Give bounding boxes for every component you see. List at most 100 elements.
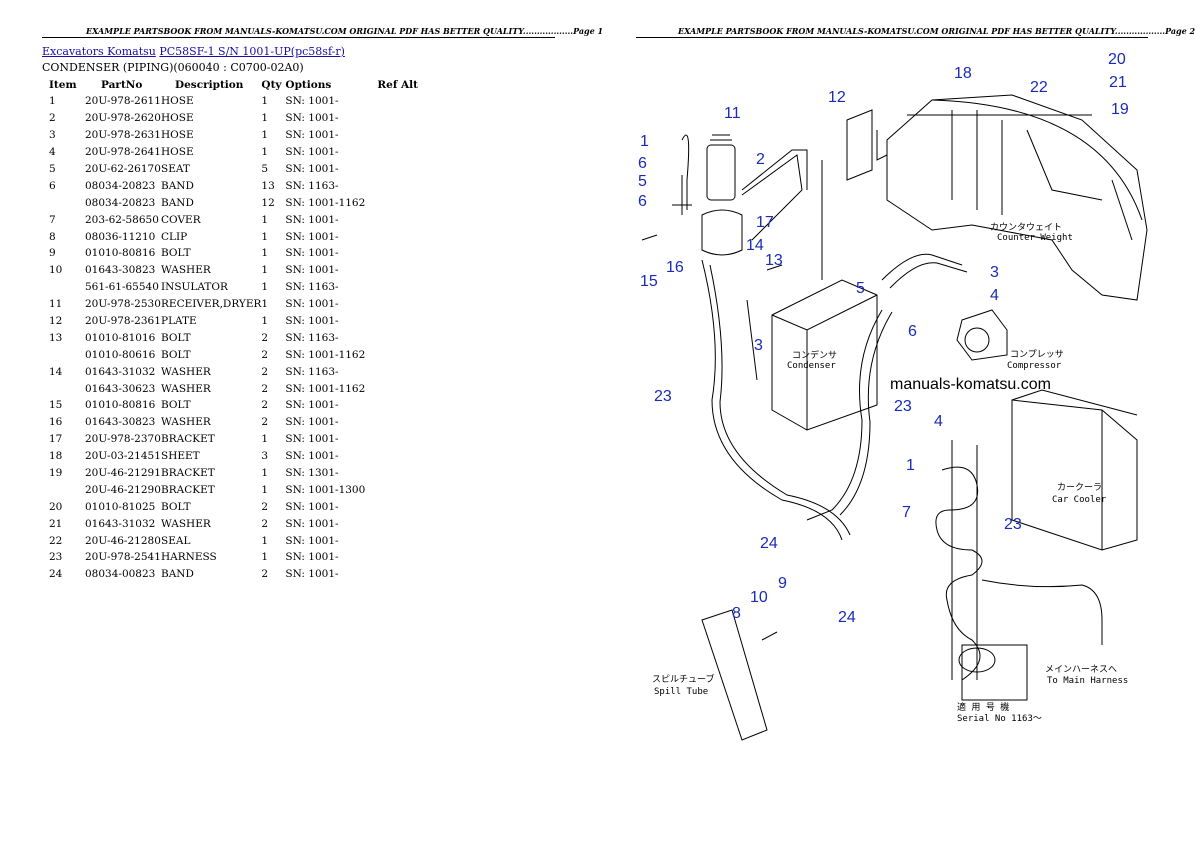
cell-description: BOLT	[161, 348, 191, 361]
label-main-harness-jp: メインハーネスへ	[1045, 664, 1117, 675]
cell-description: RECEIVER,DRYER	[161, 298, 262, 311]
page-title: CONDENSER (PIPING)(060040 : C0700-02A0)	[42, 61, 304, 74]
cell-description: HOSE	[161, 112, 194, 125]
cell-partno: 20U-978-2361	[85, 315, 161, 328]
cell-options: SN: 1001-	[285, 450, 339, 463]
cell-partno: 20U-62-26170	[85, 163, 161, 175]
callout-number: 14	[746, 237, 764, 254]
cell-description: BOLT	[161, 399, 191, 412]
cell-description: HOSE	[161, 146, 194, 159]
callout-number: 2	[756, 151, 765, 168]
cell-options: SN: 1001-	[285, 298, 339, 311]
cell-item: 15	[49, 399, 63, 412]
callout-number: 21	[1109, 74, 1127, 91]
cell-qty: 1	[261, 129, 269, 142]
cell-description: SEAT	[161, 163, 190, 175]
label-counter-weight-jp: カウンタウェイト	[990, 222, 1062, 233]
cell-refalt	[377, 566, 427, 583]
callout-number: 6	[908, 323, 917, 340]
cell-partno: 20U-46-21291	[85, 467, 161, 480]
cell-description: WASHER	[161, 517, 211, 530]
cell-options: SN: 1001-	[285, 517, 339, 530]
cell-options: SN: 1001-	[285, 163, 339, 175]
page-header-left: EXAMPLE PARTSBOOK FROM MANUALS-KOMATSU.C…	[86, 26, 604, 36]
parts-table: Item PartNo Description Qty Options Ref …	[42, 76, 427, 583]
cell-refalt	[377, 211, 427, 228]
cell-partno: 01643-31032	[85, 365, 156, 378]
cell-qty: 1	[261, 95, 269, 108]
cell-options: SN: 1163-	[285, 365, 339, 378]
callout-number: 8	[732, 605, 741, 622]
cell-description: CLIP	[161, 230, 188, 243]
cell-qty: 2	[261, 517, 269, 530]
callout-number: 6	[638, 155, 647, 172]
label-spill-tube-jp: スピルチューブ	[652, 673, 714, 685]
cell-qty: 2	[261, 399, 269, 412]
cell-refalt	[377, 93, 427, 110]
cell-refalt	[377, 110, 427, 127]
cell-options: SN: 1001-	[285, 500, 339, 513]
breadcrumb-link-category[interactable]: Excavators Komatsu	[42, 45, 156, 58]
cell-qty: 2	[261, 331, 269, 344]
cell-qty: 5	[261, 163, 269, 175]
cell-description: PLATE	[161, 315, 197, 328]
col-header-qty: Qty	[261, 78, 282, 91]
cell-partno: 01010-80816	[85, 399, 156, 412]
cell-options: SN: 1001-	[285, 213, 339, 226]
callout-number: 22	[1030, 79, 1048, 96]
cell-refalt	[377, 262, 427, 279]
cell-description: BOLT	[161, 500, 191, 513]
callout-number: 17	[756, 214, 774, 231]
cell-refalt	[377, 177, 427, 194]
cell-options: SN: 1001-	[285, 112, 339, 125]
cell-refalt	[377, 380, 427, 397]
cell-refalt	[377, 397, 427, 414]
cell-description: HARNESS	[161, 551, 217, 564]
callout-number: 16	[666, 259, 684, 276]
cell-item	[42, 194, 85, 211]
cell-refalt	[377, 144, 427, 161]
page-header-right: EXAMPLE PARTSBOOK FROM MANUALS-KOMATSU.C…	[678, 26, 1195, 36]
label-spill-tube: Spill Tube	[654, 687, 708, 697]
cell-refalt	[377, 363, 427, 380]
callout-number: 4	[990, 287, 999, 304]
cell-partno: 01010-80816	[85, 247, 156, 260]
cell-description: WASHER	[161, 365, 211, 378]
callout-number: 3	[754, 337, 763, 354]
cell-item	[42, 346, 85, 363]
cell-description: BAND	[161, 568, 194, 581]
cell-refalt	[377, 532, 427, 549]
cell-refalt	[377, 346, 427, 363]
callout-number: 5	[856, 280, 865, 297]
cell-qty: 1	[261, 483, 269, 496]
callout-number: 23	[894, 398, 912, 415]
callout-number: 10	[750, 589, 768, 606]
label-condenser: Condenser	[787, 361, 836, 371]
breadcrumb-link-model[interactable]: PC58SF-1 S/N 1001-UP(pc58sf-r)	[159, 45, 345, 58]
cell-description: INSULATOR	[161, 281, 228, 294]
table-header-row: Item PartNo Description Qty Options Ref …	[42, 76, 427, 93]
cell-partno: 203-62-58650	[85, 213, 159, 226]
cell-options: SN: 1001-	[285, 264, 339, 277]
cell-qty: 1	[261, 534, 269, 547]
cell-item: 10	[49, 264, 63, 277]
cell-description: HOSE	[161, 129, 194, 142]
cell-options: SN: 1301-	[285, 467, 339, 480]
cell-options: SN: 1001-	[285, 551, 339, 564]
col-header-refalt: Ref Alt	[377, 78, 418, 91]
cell-qty: 1	[261, 146, 269, 159]
cell-item: 24	[49, 568, 63, 581]
cell-qty: 1	[261, 247, 269, 260]
cell-refalt	[377, 549, 427, 566]
